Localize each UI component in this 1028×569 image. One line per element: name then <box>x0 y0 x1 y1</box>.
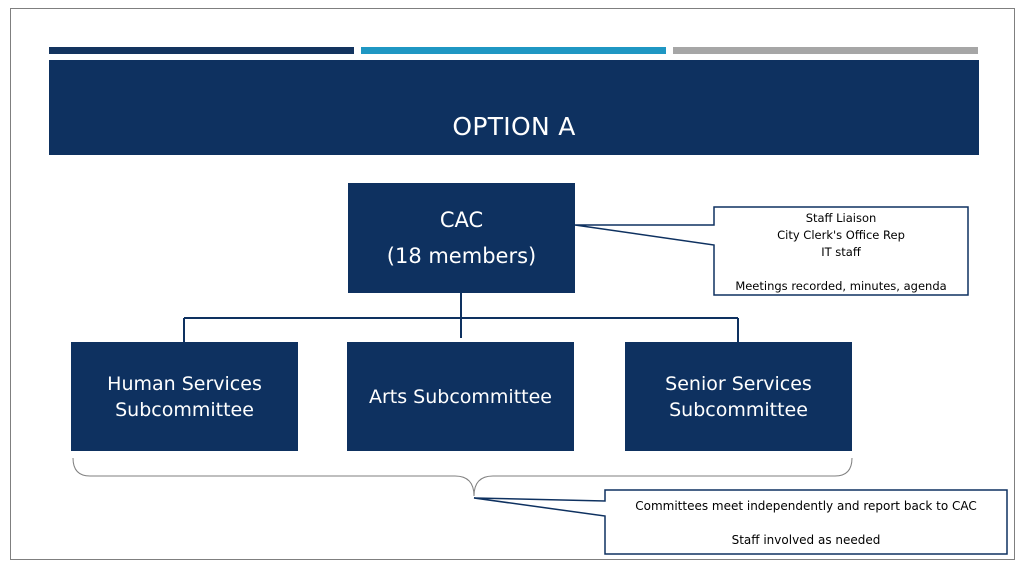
subcommittee-callout-text: Committees meet independently and report… <box>608 498 1004 549</box>
senior-services-label-line1: Senior Services <box>665 372 812 395</box>
cac-callout-text: Staff Liaison City Clerk's Office Rep IT… <box>716 210 966 295</box>
subcommittee-brace <box>72 457 853 497</box>
title-band: OPTION A <box>49 60 979 155</box>
accent-bar-teal <box>361 47 666 54</box>
subcommittee-callout-shape <box>473 489 1008 555</box>
callout-committees-meet: Committees meet independently and report… <box>635 499 977 513</box>
arts-box: Arts Subcommittee <box>347 342 574 451</box>
cac-name: CAC <box>439 208 484 232</box>
accent-bar-gray <box>673 47 978 54</box>
arts-label: Arts Subcommittee <box>368 385 552 408</box>
human-services-label-line1: Human Services <box>107 372 262 395</box>
callout-it-staff: IT staff <box>821 245 861 259</box>
slide-title: OPTION A <box>452 112 576 141</box>
cac-members: (18 members) <box>386 244 537 268</box>
callout-staff-involved: Staff involved as needed <box>731 533 881 547</box>
callout-meetings: Meetings recorded, minutes, agenda <box>735 279 947 293</box>
cac-box: CAC (18 members) <box>348 183 575 293</box>
callout-staff-liaison: Staff Liaison <box>805 211 877 225</box>
senior-services-box: Senior Services Subcommittee <box>625 342 852 451</box>
callout-clerk-rep: City Clerk's Office Rep <box>777 228 905 242</box>
cac-callout-shape <box>574 206 969 296</box>
human-services-label-line2: Subcommittee <box>115 398 254 421</box>
human-services-box: Human Services Subcommittee <box>71 342 298 451</box>
senior-services-label-line2: Subcommittee <box>669 398 808 421</box>
accent-bar-navy <box>49 47 354 54</box>
